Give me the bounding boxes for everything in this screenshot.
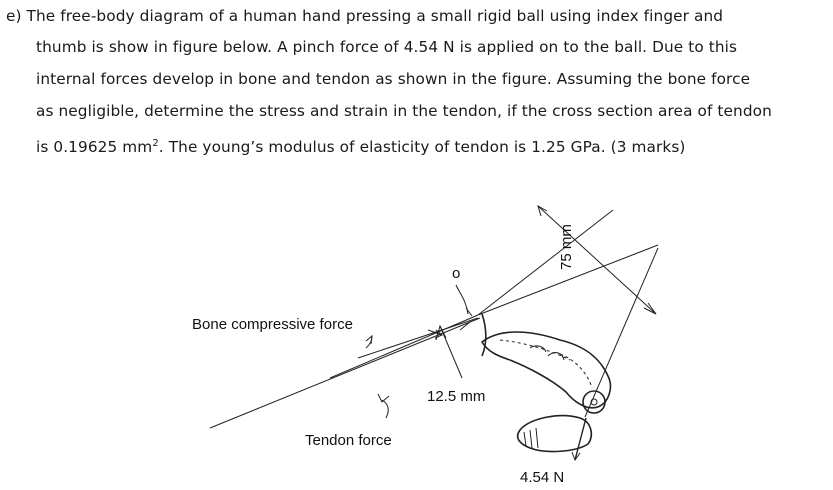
knuckle-line bbox=[529, 345, 547, 353]
long-dimension-label: 75 mm bbox=[558, 224, 575, 270]
question-line-4: as negligible, determine the stress and … bbox=[36, 102, 772, 120]
question-line-3: internal forces develop in bone and tend… bbox=[36, 70, 751, 88]
knuckle-line-2 bbox=[547, 352, 565, 361]
thumb-outline bbox=[516, 414, 593, 453]
question-line-2: thumb is show in figure below. A pinch f… bbox=[36, 38, 738, 56]
tendon-line-lower bbox=[209, 317, 481, 429]
dim-line-right bbox=[584, 247, 659, 418]
question-line-5: is 0.19625 mm2. The young’s modulus of e… bbox=[36, 137, 685, 157]
pinch-force-label: 4.54 N bbox=[520, 469, 564, 486]
tendon-force-label: Tendon force bbox=[305, 432, 392, 449]
joint-point-label: o bbox=[452, 265, 460, 282]
dim-line-upper-2 bbox=[477, 209, 614, 316]
area-text: is 0.19625 mm bbox=[36, 138, 153, 156]
finger-base bbox=[481, 313, 487, 357]
pinch-force-arrow bbox=[574, 417, 587, 461]
dim-arrow-12mm-icon bbox=[435, 324, 447, 341]
bone-pointer-head-icon bbox=[365, 334, 373, 345]
diagram-drawing: Bone compressive force Tendon force 12.5… bbox=[192, 204, 659, 486]
short-dimension-label: 12.5 mm bbox=[427, 388, 485, 405]
tendon-pointer-icon bbox=[381, 399, 389, 419]
bone-line bbox=[357, 317, 479, 359]
fingertip-bone-dashed bbox=[559, 353, 593, 389]
ball-center bbox=[590, 398, 598, 406]
thumb-lines bbox=[523, 427, 539, 449]
area-superscript: 2 bbox=[152, 138, 159, 149]
dim-line-75mm bbox=[537, 205, 657, 315]
modulus-text: . The young’s modulus of elasticity of t… bbox=[158, 138, 686, 156]
joint-arrow-1 bbox=[427, 329, 443, 336]
pinch-force-arrow-head-icon bbox=[571, 451, 581, 462]
dim-arrow-75-top-icon bbox=[537, 204, 548, 217]
joint-leader bbox=[455, 284, 469, 315]
joint-arrow-1-head-icon bbox=[434, 329, 443, 339]
tendon-pointer-head-icon bbox=[377, 393, 390, 403]
finger-bone-dashed bbox=[499, 339, 571, 361]
bone-force-label: Bone compressive force bbox=[192, 316, 353, 333]
dim-line-12mm bbox=[439, 325, 463, 379]
question-line-1: e) The free-body diagram of a human hand… bbox=[6, 7, 724, 25]
dim-arrow-75-bottom-icon bbox=[643, 302, 657, 315]
dim-line-upper bbox=[477, 244, 659, 316]
free-body-diagram: Bone compressive force Tendon force 12.5… bbox=[0, 190, 833, 490]
joint-arrow-2 bbox=[459, 321, 471, 331]
ball bbox=[582, 390, 606, 414]
tendon-line-middle bbox=[329, 314, 479, 379]
index-finger-outline bbox=[480, 331, 612, 409]
